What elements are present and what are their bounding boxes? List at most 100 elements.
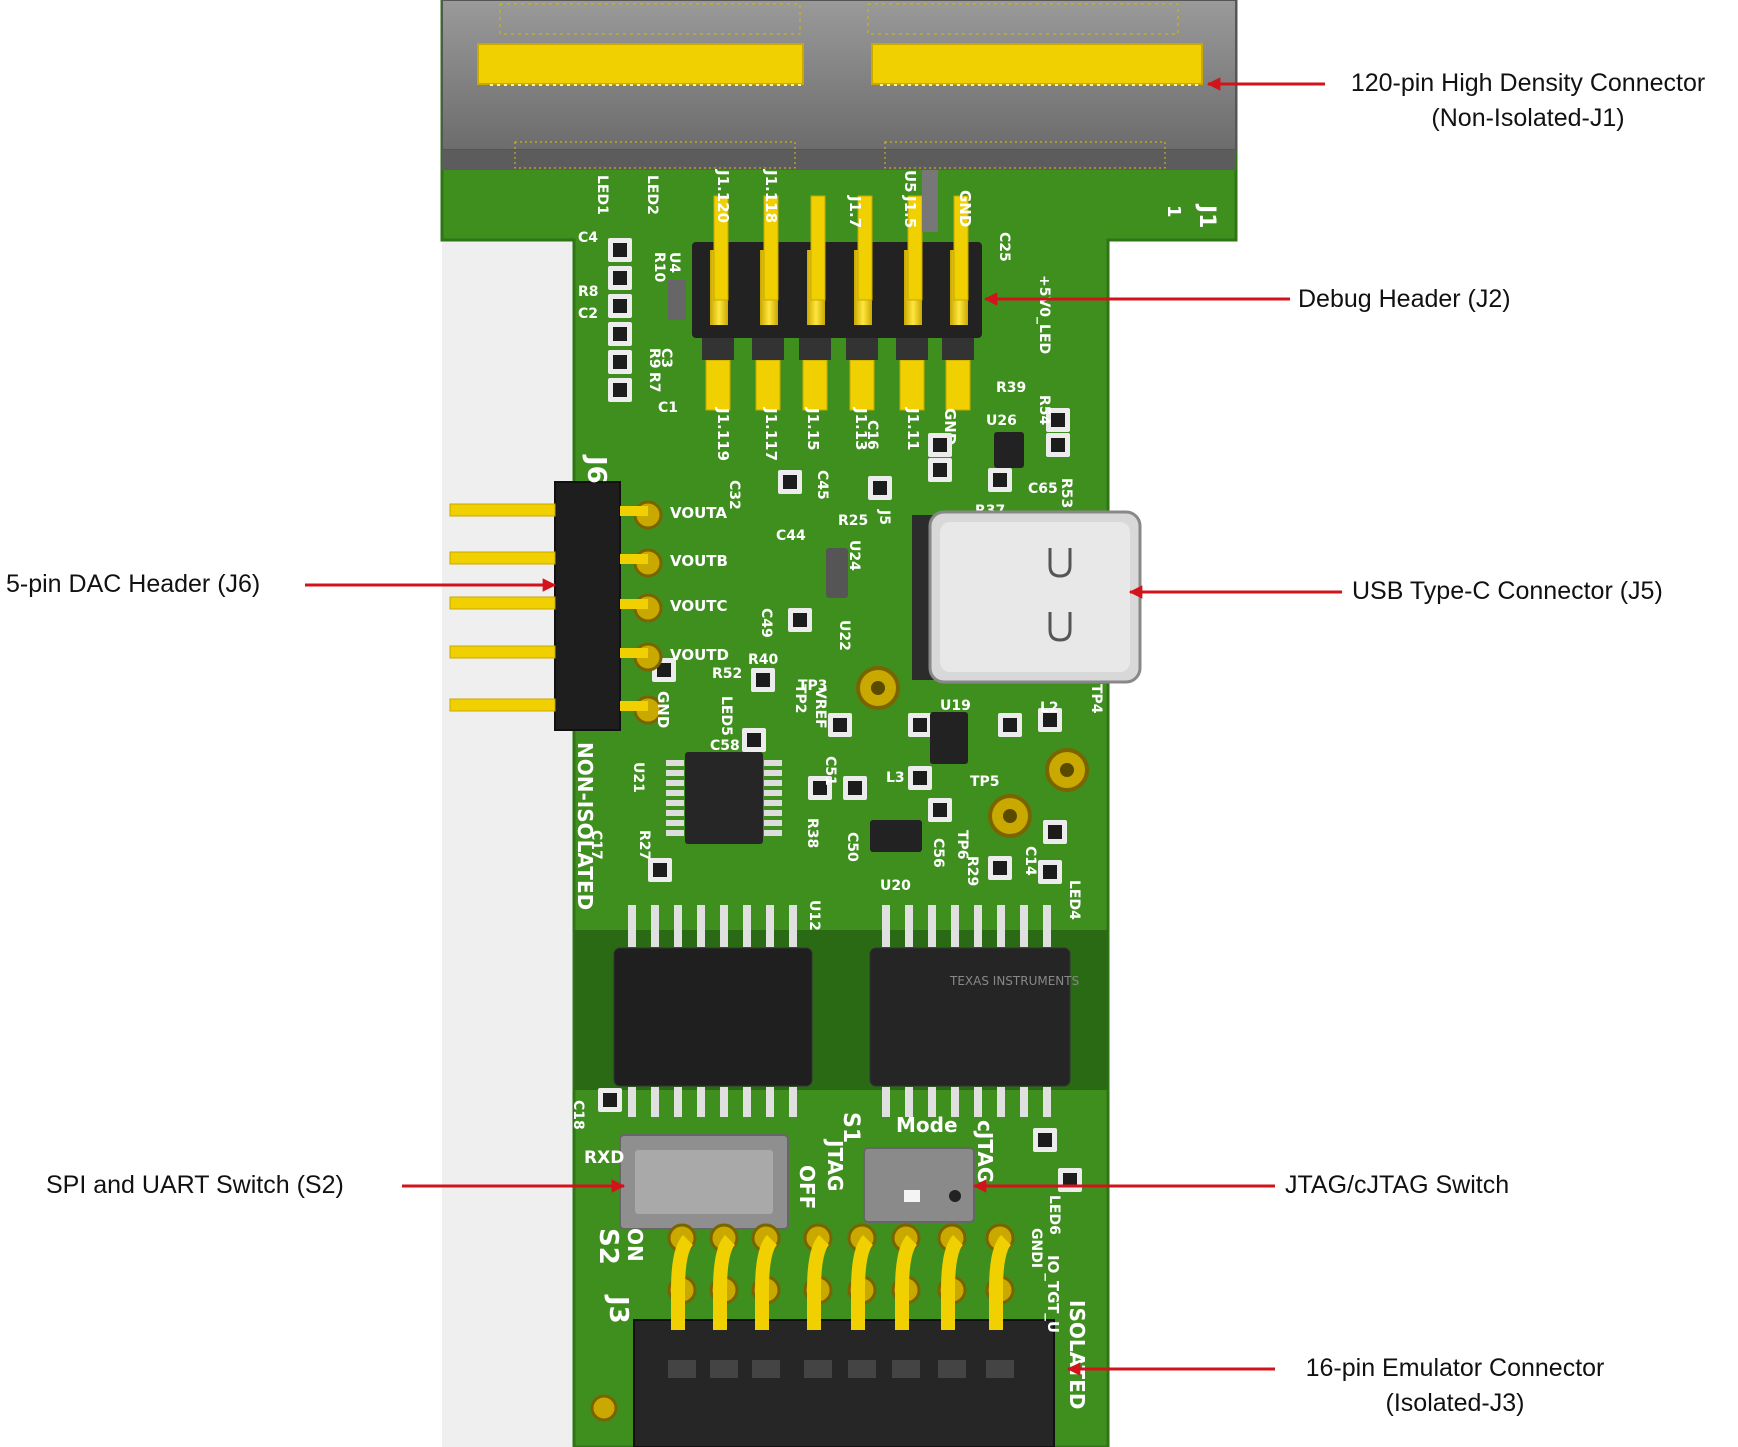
test-point-hole [871, 681, 885, 695]
silk-j1-11: J1.11 [904, 407, 922, 451]
j3-bent-pin [989, 1235, 1012, 1330]
iso-left-pin [789, 905, 797, 947]
u21-chip [666, 752, 782, 844]
s2-label: S2 [593, 1228, 623, 1265]
silk-c1: C1 [658, 400, 678, 416]
j6-pin-stub [620, 506, 648, 516]
silk-c17: C17 [588, 830, 604, 860]
u19-chip [930, 712, 968, 764]
iso-right-pin [905, 1087, 913, 1117]
silk-r7: R7 [646, 372, 662, 393]
j2-pin-bottom [945, 359, 971, 411]
smd-body [833, 718, 847, 732]
u24-chip [826, 548, 848, 598]
u21-pin [666, 800, 684, 806]
j2-pin-housing [942, 338, 974, 360]
j3-slot [804, 1360, 832, 1378]
smd-body [657, 663, 671, 677]
j2-pin-housing [799, 338, 831, 360]
smd-body [1048, 825, 1062, 839]
silk-u20: U20 [880, 878, 911, 894]
j6-pin-stub [620, 648, 648, 658]
s1-jtag-switch [863, 1147, 975, 1223]
iso-right-pin [928, 905, 936, 947]
u21-pin [764, 800, 782, 806]
callout-j2: Debug Header (J2) [1298, 282, 1511, 317]
j6-silk-vouta: VOUTA [670, 504, 727, 522]
smd-body [756, 673, 770, 687]
iso-right-pin [1020, 905, 1028, 947]
u26-chip [994, 432, 1024, 468]
j6-label: J6 [581, 454, 611, 484]
callout-j3-line2: (Isolated-J3) [1385, 1389, 1525, 1417]
j3-bent-pin [713, 1235, 736, 1330]
silk-c51: C51 [822, 756, 838, 786]
silk-r53: R53 [1058, 478, 1074, 508]
j3-bent-pin [895, 1235, 918, 1330]
j2-pin-housing [846, 338, 878, 360]
u21-pin [764, 810, 782, 816]
jtag-label: JTAG [823, 1138, 847, 1191]
j6-silk-voutd: VOUTD [670, 646, 729, 664]
background-panel [442, 240, 594, 1447]
cjtag-label: cJTAG [973, 1120, 997, 1183]
smd-body [613, 299, 627, 313]
silk-r25: R25 [838, 513, 868, 529]
silk-tp6: TP6 [954, 830, 970, 860]
callout-arrows [305, 77, 1342, 1376]
iso-right-pin [1020, 1087, 1028, 1117]
u21-pin [666, 790, 684, 796]
u21-pin [764, 790, 782, 796]
iso-right-pin [1043, 1087, 1051, 1117]
silk-tp3: TP3 [798, 678, 828, 694]
iso-left-pin [628, 905, 636, 947]
silk-r52: R52 [712, 666, 742, 682]
silk-c58: C58 [710, 738, 740, 754]
iso-right-pin [997, 905, 1005, 947]
silk-c44: C44 [776, 528, 806, 544]
on-label: ON [623, 1228, 647, 1262]
j2-pin-bottom [849, 359, 875, 411]
smd-body [1043, 865, 1057, 879]
smd-body [603, 1093, 617, 1107]
callout-j3: 16-pin Emulator Connector (Isolated-J3) [1270, 1351, 1640, 1421]
silk-r10: R10 [651, 252, 667, 283]
iso-right-pin [997, 1087, 1005, 1117]
silk-vref: VREF [812, 688, 828, 729]
callout-j1: 120-pin High Density Connector (Non-Isol… [1318, 66, 1738, 136]
j6-silk-voutb: VOUTB [670, 552, 728, 570]
j2-pin-housing [896, 338, 928, 360]
j3-slot [668, 1360, 696, 1378]
j3-slot [938, 1360, 966, 1378]
iso-left-pin [766, 1087, 774, 1117]
smd-body [993, 861, 1007, 875]
silk-u5: U5 [901, 170, 919, 193]
iso-right-pin [951, 905, 959, 947]
j2-pin-bottom [705, 359, 731, 411]
test-point-hole [1060, 763, 1074, 777]
j1-label: J1 [1194, 203, 1219, 229]
isolated-label: ISOLATED [1065, 1300, 1089, 1409]
j2-pin-bent [810, 195, 826, 301]
u4-chip [668, 280, 686, 320]
silk-j1-118: J1.118 [762, 169, 780, 223]
silk-c18: C18 [570, 1100, 586, 1130]
callout-j3-line1: 16-pin Emulator Connector [1305, 1354, 1605, 1382]
iso-left-pin [674, 905, 682, 947]
j1-pin1-label: 1 [1163, 205, 1184, 218]
u21-pin [666, 760, 684, 766]
silk-c14: C14 [1022, 846, 1038, 876]
j3-emulator-connector [633, 1223, 1055, 1447]
silk-led2: LED2 [644, 175, 660, 215]
j2-pin-bottom [755, 359, 781, 411]
silk-led5: LED5 [718, 696, 734, 736]
silk-c32: C32 [726, 480, 742, 510]
silk-c50: C50 [844, 832, 860, 862]
off-label: OFF [795, 1165, 819, 1209]
u20-chip [870, 820, 922, 852]
iso-right-pin [882, 905, 890, 947]
isolator-ic-right: TEXAS INSTRUMENTS [869, 905, 1079, 1117]
callout-j6: 5-pin DAC Header (J6) [6, 567, 260, 602]
smd-body [1063, 1173, 1077, 1187]
